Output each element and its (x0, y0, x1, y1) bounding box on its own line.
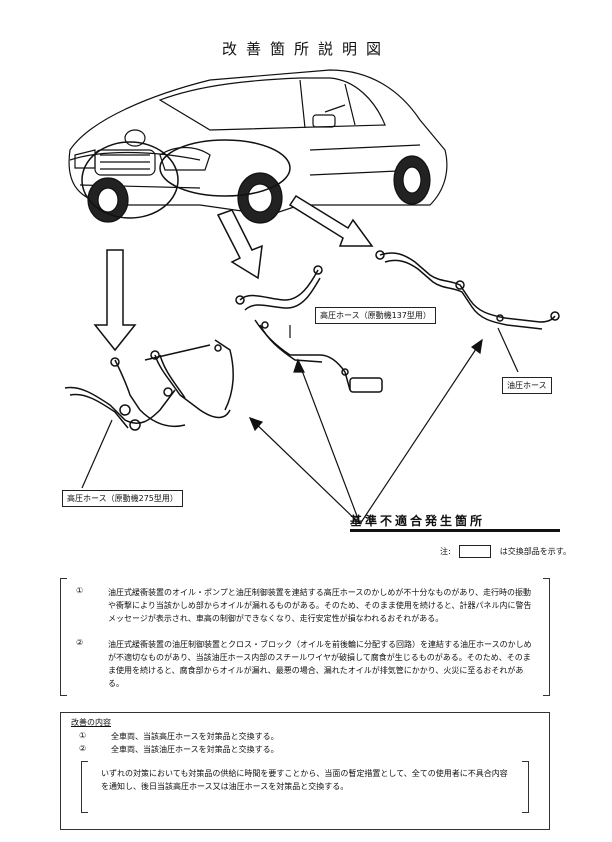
hose-275-parts (64, 339, 235, 431)
defect-location-heading: 基準不適合発生箇所 (350, 514, 486, 528)
remedy-text: 全車両、当該高圧ホースを対策品と交換する。 (111, 732, 279, 741)
defect-number: ② (76, 638, 84, 647)
page-title: 改善箇所説明図 (221, 40, 390, 58)
remedy-section: 改善の内容 ① 全車両、当該高圧ホースを対策品と交換する。 ② 全車両、当該油圧… (60, 712, 550, 830)
callout-lines (81, 325, 519, 525)
interim-measure: いずれの対策においても対策品の供給に時間を要すことから、当面の暫定措置として、全… (81, 761, 529, 813)
oil-hose-parts (375, 250, 560, 330)
label-high-pressure-hose-275: 高圧ホース（原動機275型用） (62, 490, 183, 507)
remedy-text: 全車両、当該油圧ホースを対策品と交換する。 (111, 745, 279, 754)
legend-note: 注: は交換部品を示す。 (440, 545, 571, 558)
defect-number: ① (76, 586, 84, 595)
heading-underline (350, 529, 560, 532)
car-diagram (64, 69, 560, 525)
label-oil-hose: 油圧ホース (502, 377, 552, 394)
defect-description: ① 油圧式緩衝装置のオイル・ポンプと油圧制御装置を連結する高圧ホースのかしめが不… (60, 578, 550, 696)
remedy-title: 改善の内容 (71, 718, 111, 727)
defect-text: 油圧式緩衝装置の油圧制御装置とクロス・ブロック（オイルを前後輪に分配する回路）を… (108, 640, 532, 688)
hose-137-parts (235, 265, 383, 393)
left-bracket (60, 578, 67, 696)
note-suffix: は交換部品を示す。 (499, 547, 571, 556)
note-prefix: 注: (440, 547, 451, 556)
label-high-pressure-hose-137: 高圧ホース（原動機137型用） (315, 307, 436, 324)
remedy-number: ② (79, 744, 87, 753)
pointer-arrows (93, 194, 374, 352)
right-bracket (522, 761, 529, 813)
interim-text: いずれの対策においても対策品の供給に時間を要すことから、当面の暫定措置として、全… (101, 769, 508, 791)
right-bracket (543, 578, 550, 696)
defect-text: 油圧式緩衝装置のオイル・ポンプと油圧制御装置を連結する高圧ホースのかしめが不十分… (108, 588, 532, 623)
car-illustration (68, 69, 448, 224)
remedy-number: ① (79, 731, 87, 740)
replacement-part-legend-box (459, 545, 492, 558)
left-bracket (81, 761, 88, 813)
